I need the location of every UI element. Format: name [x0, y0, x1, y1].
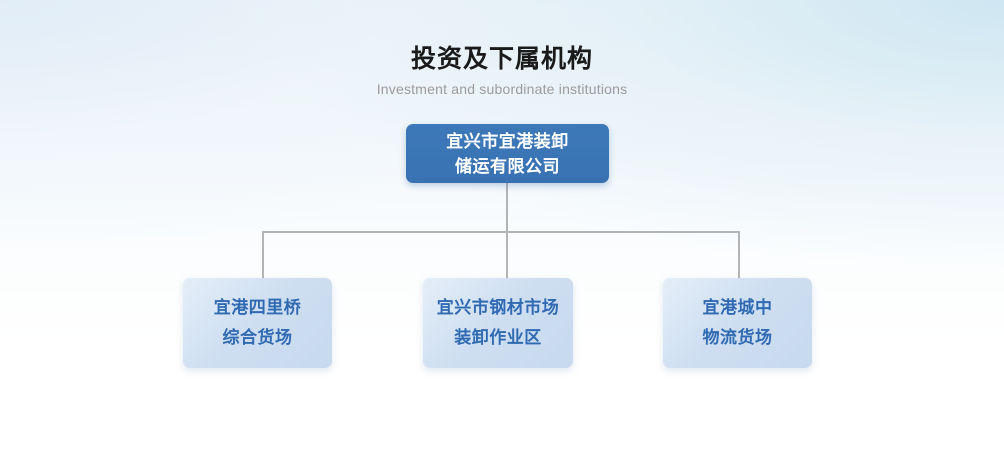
page-heading: 投资及下属机构 Investment and subordinate insti…: [0, 44, 1004, 98]
connector-horizontal-bar: [262, 231, 740, 233]
org-node-child-2-line-2: 装卸作业区: [454, 328, 542, 347]
org-node-root-line-1: 宜兴市宜港装卸: [446, 131, 569, 151]
org-node-child-1-line-1: 宜港四里桥: [213, 298, 302, 317]
org-node-child-3-line-2: 物流货场: [702, 328, 773, 347]
org-node-child-3-line-1: 宜港城中: [702, 298, 773, 317]
org-node-child-2-line-1: 宜兴市钢材市场: [436, 298, 560, 317]
org-node-child-3[interactable]: 宜港城中 物流货场: [663, 278, 812, 368]
connector-trunk-vertical: [506, 183, 508, 233]
page-subtitle: Investment and subordinate institutions: [376, 81, 628, 97]
org-node-child-1[interactable]: 宜港四里桥 综合货场: [183, 278, 332, 368]
connector-drop-child-1: [262, 231, 264, 279]
org-node-child-2[interactable]: 宜兴市钢材市场 装卸作业区: [423, 278, 573, 368]
org-node-root[interactable]: 宜兴市宜港装卸 储运有限公司: [406, 124, 609, 183]
page-title: 投资及下属机构: [410, 45, 593, 73]
org-node-child-1-line-2: 综合货场: [222, 328, 293, 347]
org-node-root-line-2: 储运有限公司: [455, 156, 560, 176]
connector-drop-child-3: [738, 231, 740, 279]
connector-drop-child-2: [506, 231, 508, 279]
